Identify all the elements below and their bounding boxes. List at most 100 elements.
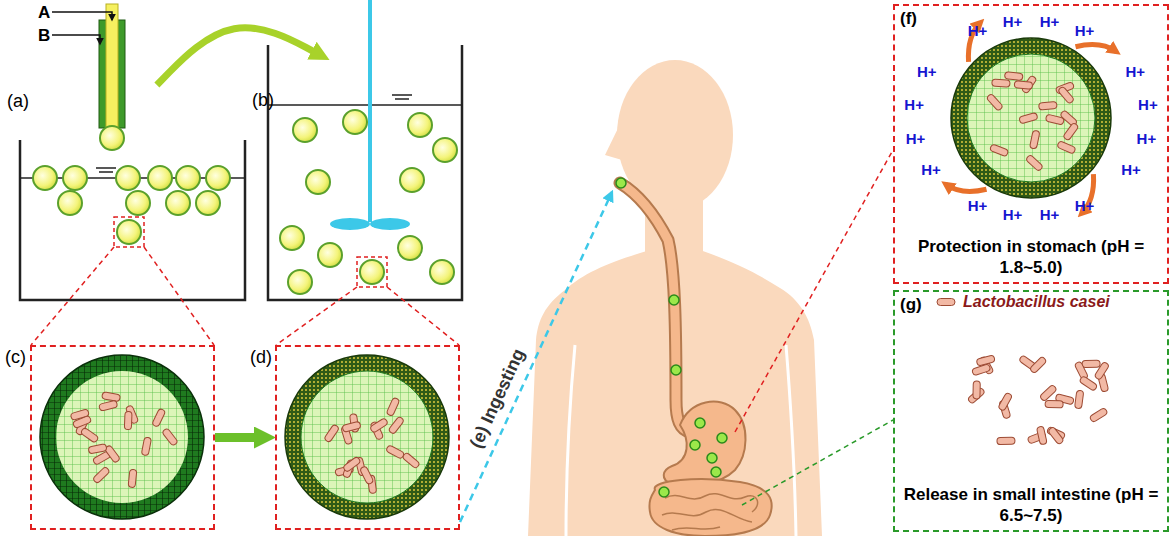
bacterium [99,400,118,411]
capsule-bead [288,270,312,294]
coated-capsule-cross-section [967,54,1095,182]
bacterium [1079,375,1098,391]
capsule-cross-section [40,355,204,519]
bacterium [1057,141,1076,155]
panel-label: (f) [900,9,917,29]
beaker [392,95,412,99]
coated-capsule-cross-section [951,38,1111,198]
digestive-tract [662,494,758,530]
bacterium [360,466,374,485]
ingesting-arrow [460,192,612,522]
capsule-bead [430,260,454,284]
deflect-arrow [946,23,1116,214]
ingesting-arrow [460,192,612,522]
bacterium [402,452,420,469]
step-area: (b) [250,60,465,305]
capsule-bead [433,138,457,162]
ion-label: H+ [1121,161,1141,178]
zoom-leader [31,247,214,345]
human-silhouette [528,60,822,536]
capsule-bead [711,467,721,477]
bacterium [1082,360,1100,367]
capsule-bead [717,433,727,443]
bacterium [1039,384,1057,401]
digestive-tract [620,183,772,536]
zoom-leader [276,287,459,345]
process-arrow [157,28,321,85]
bacterium [1063,122,1079,141]
zoom-panel: (g)Release in small intestine (pH = 6.5~… [893,290,1169,532]
capsule-bead [33,110,457,294]
bacterium [972,364,991,376]
capsule-bead [400,168,424,192]
bacterium [1045,400,1063,408]
capsule-bead [343,110,367,134]
bacterium [1058,86,1075,104]
bacterium [386,397,400,416]
capsule-bead [616,178,727,497]
bacterium [80,427,99,443]
zoom-leader [735,150,893,432]
step-label: (e) Ingesting [464,342,530,453]
bacterium [1094,361,1110,380]
bacterium [152,408,166,427]
coaxial-nozzle [52,35,100,44]
beaker [268,45,462,300]
human-silhouette [605,120,622,160]
capsule-bead [280,226,304,250]
coaxial-nozzle [52,4,125,150]
coaxial-nozzle [100,126,124,150]
bacterium [1014,81,1033,90]
digestive-tract [664,402,746,486]
zoom-leader [742,420,893,505]
digestive-tract [649,479,771,536]
bacterium [998,392,1013,411]
beaker [20,140,245,300]
bacterium [342,421,361,432]
coated-capsule-cross-section [951,38,1111,198]
panel-label: (b) [252,90,274,111]
bacterium [1019,112,1038,124]
bacterium [1039,101,1058,110]
bacterium [324,424,340,443]
bacterium [343,456,362,472]
stirrer [368,0,372,222]
panel-label: (a) [7,91,29,112]
ion-label: H+ [904,96,924,113]
capsule-bead [117,220,141,244]
bacterium [1029,130,1039,149]
ion-label: H+ [1075,197,1095,214]
bacterium [1089,407,1108,422]
ion-label: H+ [1003,13,1023,30]
capsule-bead [616,178,626,188]
bacterium [989,144,1008,157]
capsule-bead [671,365,681,375]
zoom-panel: (c) [30,345,215,530]
bacterium [997,437,1015,444]
bacterium [370,418,389,434]
bacterium [162,428,179,446]
capsule-bead [58,191,82,215]
caption-line: Protection in stomach (pH = 1.8~5.0) [911,237,1151,278]
ion-label: H+ [968,22,988,39]
bacterium [386,445,405,460]
ion-label: H+ [1138,96,1158,113]
coated-capsule-cross-section [285,355,449,519]
process-arrow [215,433,265,442]
capsule-bead [148,166,172,190]
panel-caption: Release in small intestine (pH = 6.5~7.5… [895,485,1167,526]
capsule-bead [318,243,342,267]
capsule-bead [690,440,700,450]
bacterium [124,411,132,429]
ion-label: H+ [1040,206,1060,223]
stirrer [330,218,370,230]
ion-label: H+ [1075,22,1095,39]
bacterium [1075,390,1084,409]
ion-label: H+ [1125,63,1145,80]
bacterium [1025,154,1043,171]
bacterium [92,466,110,484]
digestive-tract [620,183,690,432]
capsule-bead [196,191,220,215]
capsule-bead [176,166,200,190]
ion-label: H+ [921,161,941,178]
